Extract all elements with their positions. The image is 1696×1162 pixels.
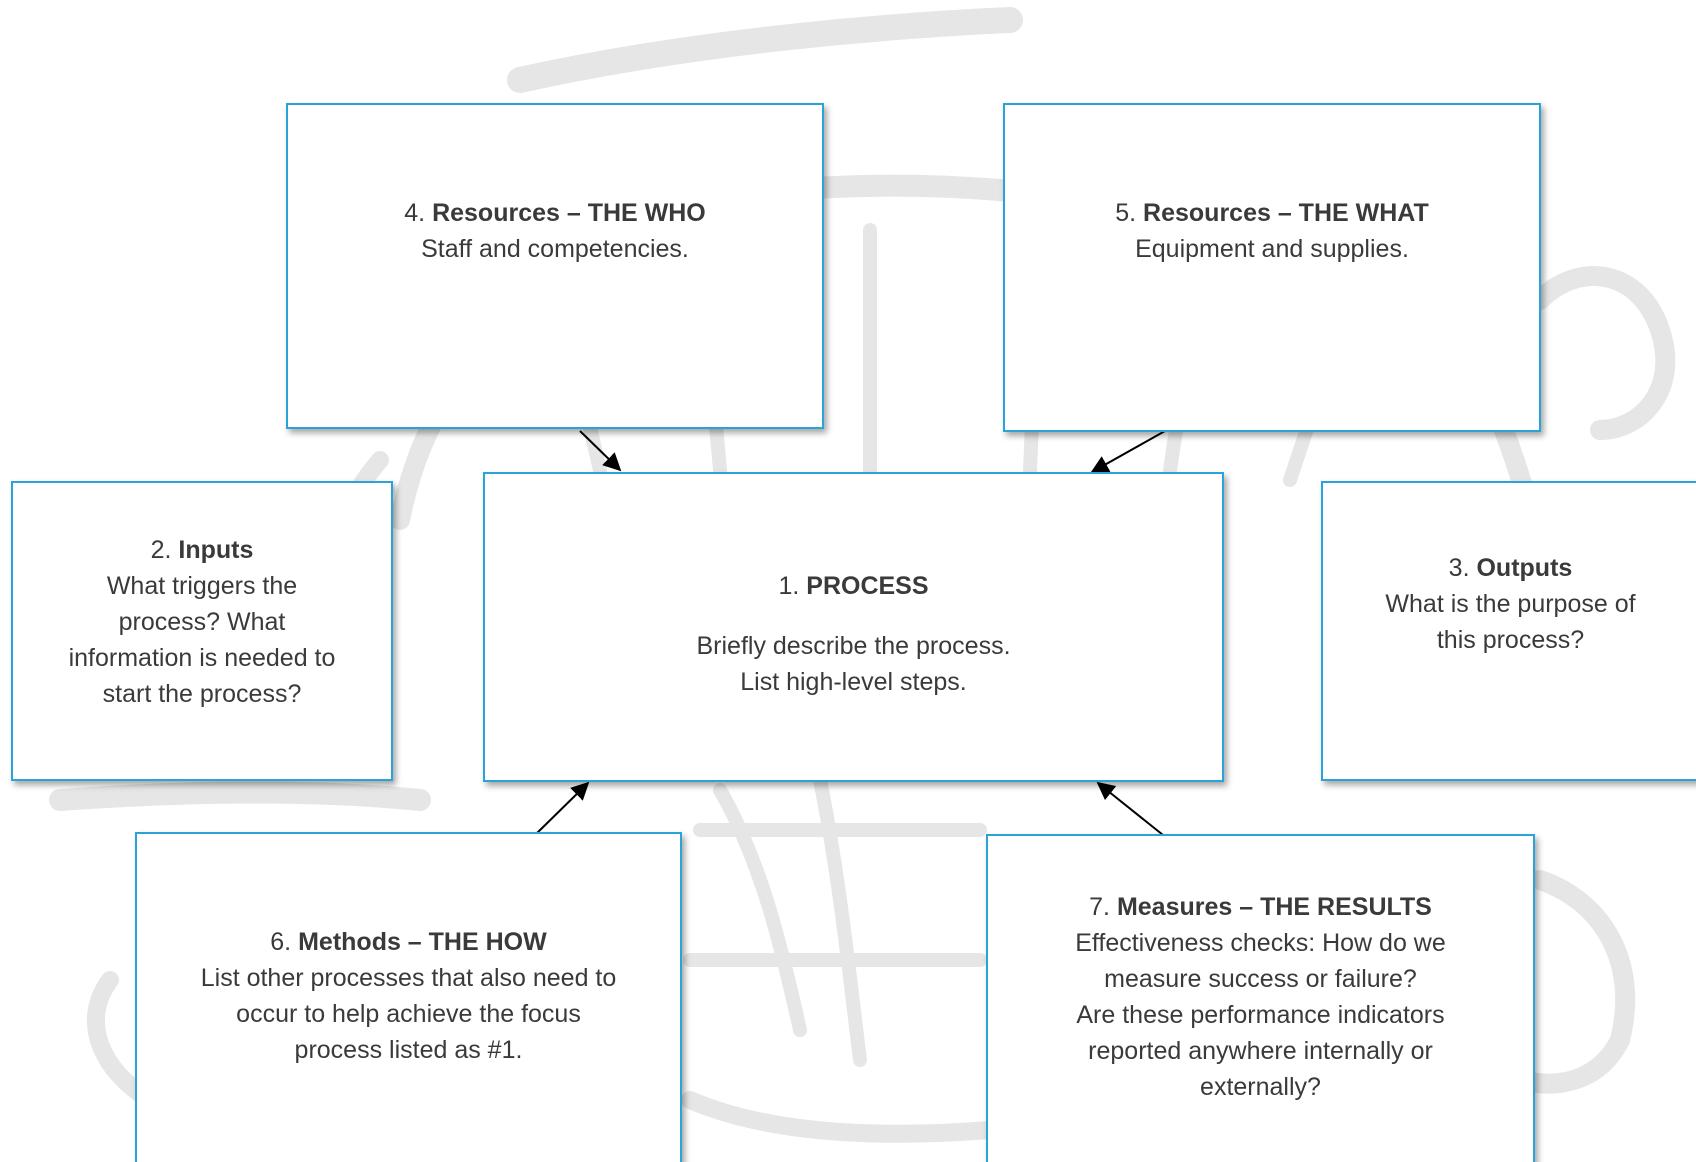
box-text-line: process listed as #1. bbox=[294, 1036, 523, 1064]
box-text-line: reported anywhere internally or bbox=[1088, 1037, 1433, 1065]
box-title: Resources – THE WHAT bbox=[1143, 199, 1429, 227]
box-number: 4. bbox=[404, 199, 426, 227]
box-number: 1. bbox=[778, 572, 800, 600]
box-process: 1. PROCESS Briefly describe the process.… bbox=[483, 472, 1224, 782]
box-number: 5. bbox=[1115, 199, 1137, 227]
box-text-line: What triggers the bbox=[106, 572, 298, 600]
box-title: PROCESS bbox=[806, 572, 929, 600]
box-text-line: Effectiveness checks: How do we bbox=[1075, 929, 1446, 957]
box-text-line: Equipment and supplies. bbox=[1135, 235, 1409, 263]
box-text-line: Briefly describe the process. bbox=[696, 632, 1011, 660]
box-text-line: Staff and competencies. bbox=[421, 235, 689, 263]
box-text-line: List other processes that also need to bbox=[200, 964, 617, 992]
box-outputs: 3. Outputs What is the purpose of this p… bbox=[1321, 481, 1696, 781]
box-text-line: List high-level steps. bbox=[740, 668, 967, 696]
box-text-line: externally? bbox=[1200, 1073, 1321, 1101]
box-text-line: Are these performance indicators bbox=[1076, 1001, 1445, 1029]
box-text-line: process? What bbox=[118, 608, 286, 636]
box-text-line: this process? bbox=[1436, 626, 1585, 654]
box-text-line: occur to help achieve the focus bbox=[236, 1000, 581, 1028]
box-methods: 6. Methods – THE HOW List other processe… bbox=[135, 832, 682, 1162]
box-title: Measures – THE RESULTS bbox=[1116, 893, 1432, 921]
box-number: 2. bbox=[150, 536, 172, 564]
box-text-line: information is needed to bbox=[68, 644, 336, 672]
box-text-line: measure success or failure? bbox=[1104, 965, 1417, 993]
box-number: 6. bbox=[270, 928, 292, 956]
box-title: Methods – THE HOW bbox=[298, 928, 547, 956]
box-title: Inputs bbox=[178, 536, 254, 564]
box-measures: 7. Measures – THE RESULTS Effectiveness … bbox=[986, 834, 1535, 1162]
box-inputs: 2. Inputs What triggers the process? Wha… bbox=[11, 481, 393, 781]
box-title: Outputs bbox=[1476, 554, 1573, 582]
box-number: 7. bbox=[1089, 893, 1110, 921]
box-text-line: start the process? bbox=[102, 680, 302, 708]
box-resources-what: 5. Resources – THE WHAT Equipment and su… bbox=[1003, 103, 1541, 432]
box-number: 3. bbox=[1448, 554, 1470, 582]
box-resources-who: 4. Resources – THE WHO Staff and compete… bbox=[286, 103, 824, 429]
box-title: Resources – THE WHO bbox=[432, 199, 706, 227]
box-text-line: What is the purpose of bbox=[1385, 590, 1636, 618]
